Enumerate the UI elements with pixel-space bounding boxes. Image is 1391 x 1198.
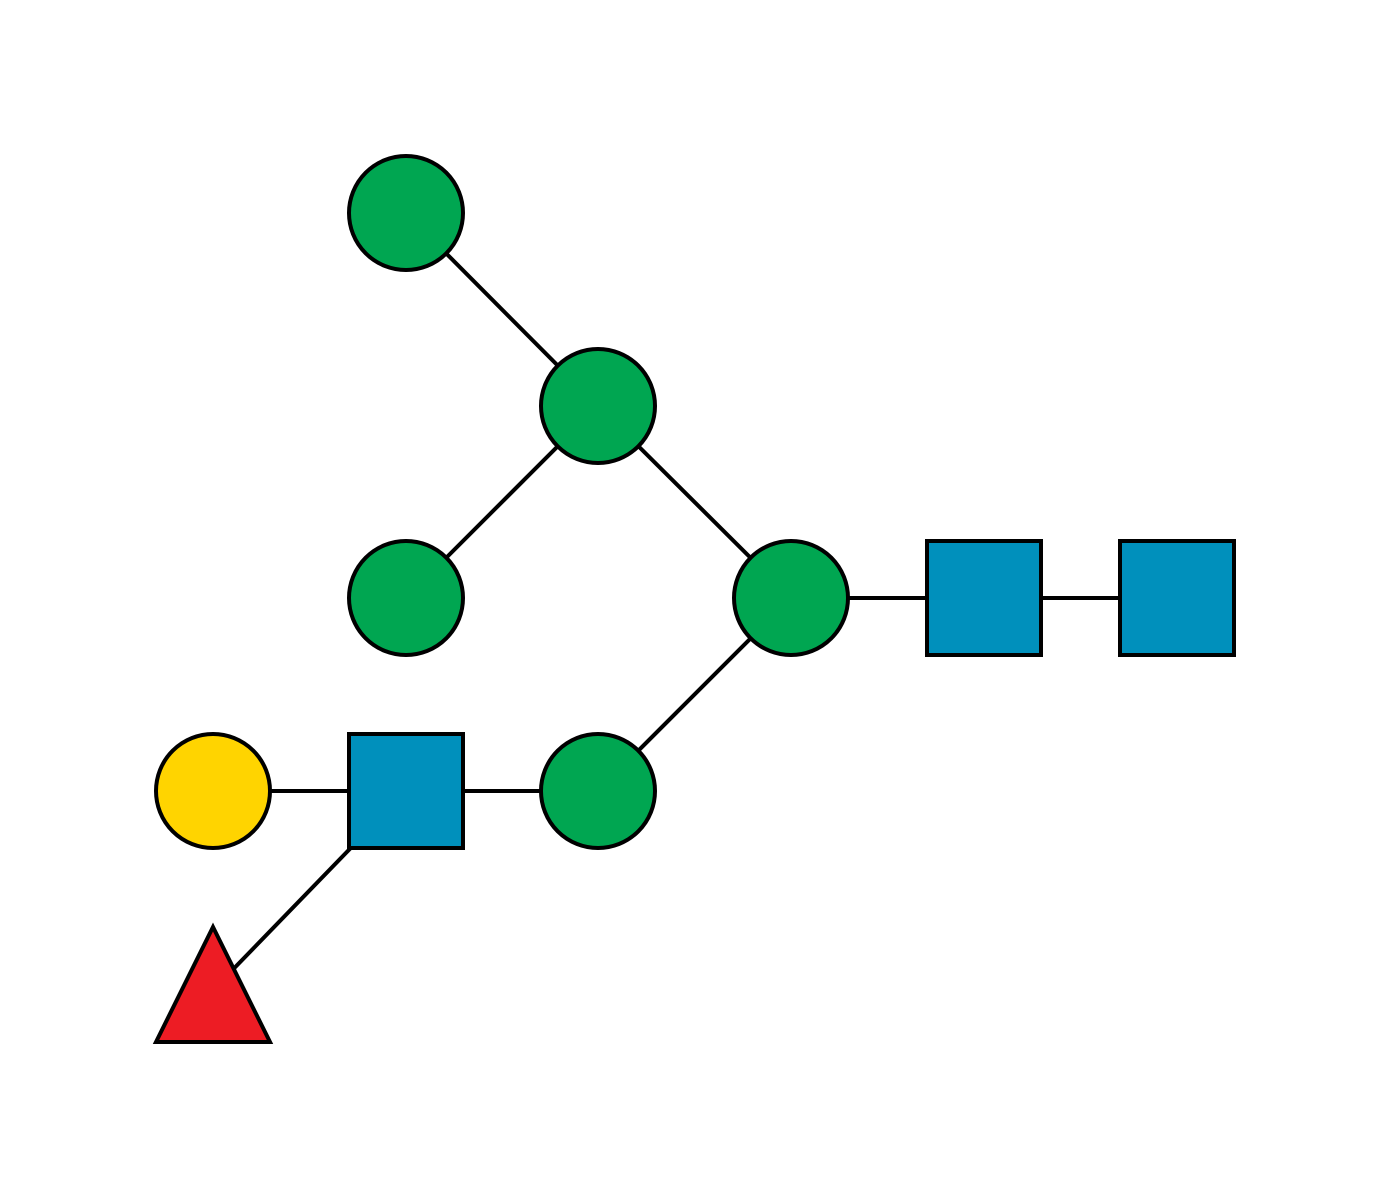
green-circle-m5 — [539, 732, 657, 850]
blue-square-g1 — [347, 732, 465, 850]
monosaccharide-residues — [152, 154, 1236, 1044]
red-triangle-fuc — [152, 922, 274, 1044]
green-circle-m4 — [732, 539, 850, 657]
green-circle-m1 — [347, 154, 465, 272]
green-circle-m3 — [347, 539, 465, 657]
green-circle-m2 — [539, 347, 657, 465]
blue-square-g2 — [925, 539, 1043, 657]
yellow-circle-gal — [154, 732, 272, 850]
blue-square-g3 — [1118, 539, 1236, 657]
